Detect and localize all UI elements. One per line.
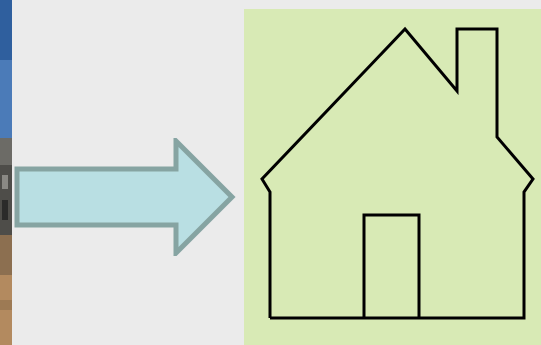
right-arrow <box>14 138 236 256</box>
house-photo <box>0 0 12 345</box>
house-door <box>364 215 419 318</box>
house-outline <box>262 29 533 318</box>
right-arrow-icon <box>14 138 236 256</box>
house-photo-crop <box>0 0 12 345</box>
line-art-panel <box>244 9 541 345</box>
house-outline-icon <box>244 9 541 345</box>
